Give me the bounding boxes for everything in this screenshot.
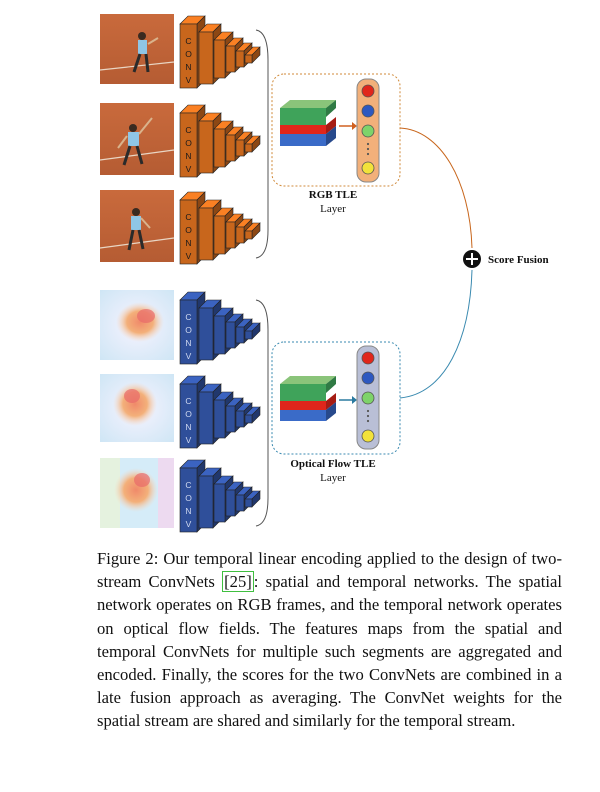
flow-node-red — [361, 351, 375, 365]
conv-label-letter: O — [185, 325, 192, 335]
citation-link[interactable]: [25] — [222, 571, 254, 593]
conv-label-letter: N — [185, 338, 191, 348]
conv-label-letter: N — [185, 238, 191, 248]
rgb-frame-3 — [99, 190, 175, 262]
conv-label-letter: V — [186, 435, 192, 445]
rgb-frame-1 — [99, 14, 175, 84]
flow-frame-2 — [100, 374, 174, 442]
conv-label-letter: O — [185, 493, 192, 503]
conv-label-letter: V — [186, 164, 192, 174]
conv-label-letter: N — [185, 506, 191, 516]
figure-caption: Figure 2: Our temporal linear encoding a… — [97, 547, 562, 733]
flow-node-yellow — [361, 429, 375, 443]
flow-bracket — [255, 299, 269, 527]
conv-label-letter: V — [186, 519, 192, 529]
rgb-to-fusion-arrow — [399, 127, 473, 249]
flow-tle-subtitle: Layer — [320, 472, 346, 484]
rgb-tle-title: RGB TLE — [309, 189, 357, 201]
rgb-node-yellow — [361, 161, 375, 175]
conv-label-letter: N — [185, 62, 191, 72]
conv-label-letter: C — [185, 312, 191, 322]
conv-label-letter: V — [186, 351, 192, 361]
conv-label-letter: C — [185, 36, 191, 46]
conv-label-letter: C — [185, 125, 191, 135]
rgb-node-blue — [361, 104, 375, 118]
conv-label-letter: O — [185, 138, 192, 148]
conv-label-letter: O — [185, 225, 192, 235]
flow-frame-1 — [100, 290, 174, 360]
rgb-feature-stack — [280, 100, 336, 146]
flow-feature-stack — [280, 376, 336, 421]
conv-label-letter: O — [185, 49, 192, 59]
conv-label-letter: C — [185, 396, 191, 406]
caption-suffix: : spatial and temporal networks. The spa… — [97, 572, 562, 731]
conv-label-letter: V — [186, 251, 192, 261]
conv-label-letter: C — [185, 480, 191, 490]
rgb-tle-box — [271, 73, 401, 187]
conv-label-letter: V — [186, 75, 192, 85]
flow-node-green — [361, 391, 375, 405]
conv-label-letter: C — [185, 212, 191, 222]
flow-to-fusion-arrow — [399, 269, 473, 399]
rgb-frame-2 — [99, 103, 175, 175]
flow-node-blue — [361, 371, 375, 385]
conv-label-letter: N — [185, 422, 191, 432]
flow-tle-box — [271, 341, 401, 455]
flow-frame-3 — [100, 458, 174, 528]
conv-label-letter: N — [185, 151, 191, 161]
rgb-tle-subtitle: Layer — [320, 203, 346, 215]
rgb-node-green — [361, 124, 375, 138]
caption-prefix: Figure 2: Our temporal linear encoding a… — [97, 549, 562, 592]
conv-label-letter: O — [185, 409, 192, 419]
score-fusion-node — [463, 250, 481, 268]
flow-tle-title: Optical Flow TLE — [290, 458, 375, 470]
rgb-bracket — [255, 29, 269, 259]
rgb-node-red — [361, 84, 375, 98]
score-fusion-label: Score Fusion — [488, 254, 549, 266]
